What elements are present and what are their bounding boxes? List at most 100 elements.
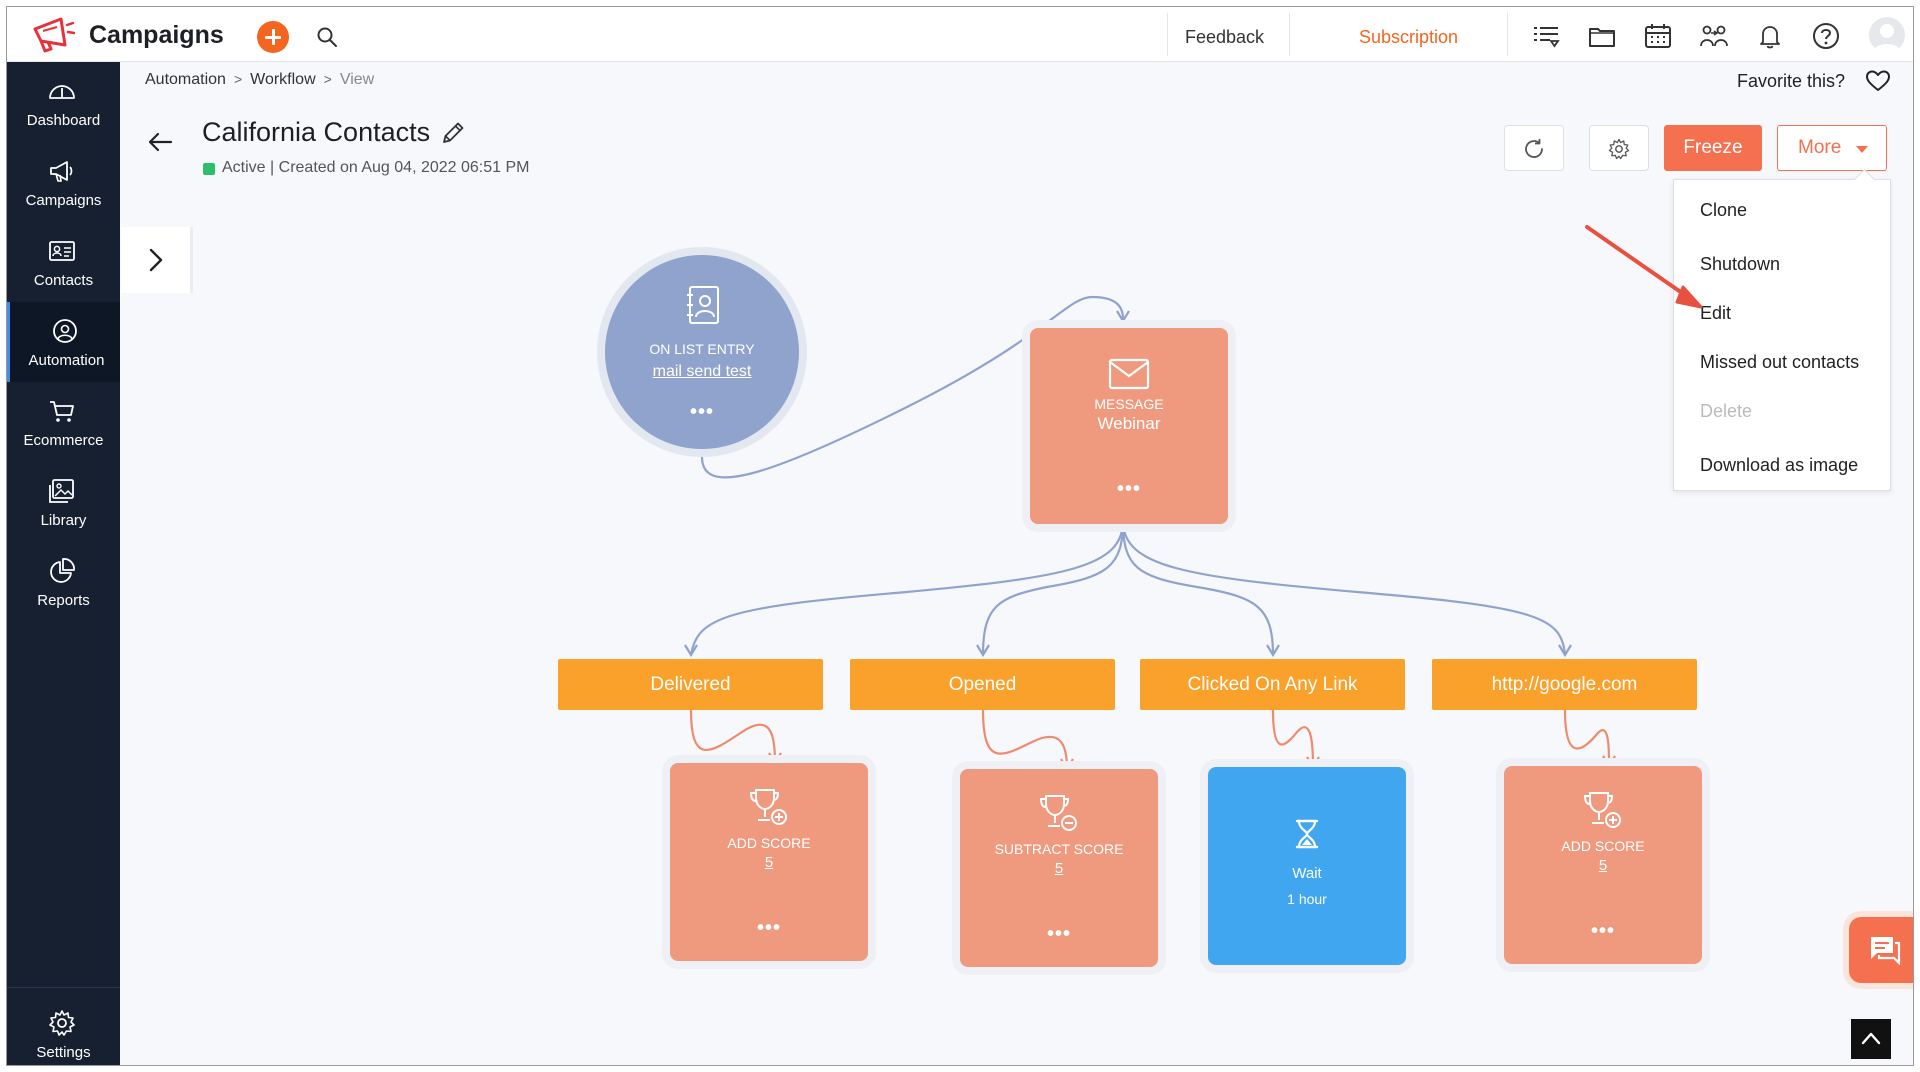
avatar-silhouette-icon — [1873, 24, 1901, 53]
folder-icon[interactable] — [1587, 21, 1617, 51]
wait-node[interactable]: Wait 1 hour — [1208, 767, 1406, 965]
created-date: | Created on Aug 04, 2022 06:51 PM — [270, 159, 530, 176]
user-avatar[interactable] — [1869, 17, 1905, 53]
chevron-up-icon — [1861, 1032, 1881, 1045]
node-options-dots[interactable]: ••• — [1116, 478, 1141, 500]
node-options-dots[interactable]: ••• — [1590, 920, 1615, 942]
envelope-icon — [1108, 358, 1150, 390]
wait-node-type: Wait — [1292, 865, 1322, 882]
sidebar-item-label: Ecommerce — [23, 432, 104, 449]
sidebar-item-campaigns[interactable]: Campaigns — [7, 142, 120, 222]
chevron-right-icon — [149, 248, 163, 272]
sidebar-item-label: Library — [40, 512, 87, 529]
list-filter-icon[interactable] — [1531, 21, 1561, 51]
add-score-node[interactable]: ADD SCORE 5 ••• — [1504, 766, 1702, 964]
contact-list-icon — [687, 286, 719, 324]
sidebar: Dashboard Campaigns Contacts — [7, 62, 120, 1065]
menu-item-download-as-image[interactable]: Download as image — [1700, 455, 1859, 475]
app-title[interactable]: Campaigns — [89, 21, 224, 49]
trophy-minus-icon — [1039, 795, 1077, 831]
entry-node-list-link[interactable]: mail send test — [652, 363, 752, 380]
favorite-label: Favorite this? — [1737, 71, 1846, 91]
subscription-link[interactable]: Subscription — [1359, 27, 1459, 47]
automation-icon — [53, 319, 77, 343]
gear-icon — [1608, 138, 1630, 160]
add-score-node[interactable]: ADD SCORE 5 ••• — [670, 763, 868, 961]
back-arrow-icon[interactable] — [147, 131, 173, 153]
more-button-label: More — [1798, 137, 1842, 158]
gear-icon — [49, 1010, 75, 1036]
menu-item-missed-out-contacts[interactable]: Missed out contacts — [1700, 352, 1860, 372]
pencil-icon[interactable] — [439, 119, 467, 147]
page-title: California Contacts — [202, 117, 431, 147]
message-branch-connectors — [684, 520, 1572, 658]
condition-delivered[interactable]: Delivered — [558, 659, 823, 710]
sidebar-item-label: Contacts — [33, 272, 94, 289]
sidebar-item-library[interactable]: Library — [7, 462, 120, 542]
top-bar: Campaigns Feedback Subscription — [7, 7, 1913, 62]
trophy-plus-icon — [749, 789, 787, 825]
breadcrumb-automation[interactable]: Automation — [145, 71, 226, 88]
freeze-button[interactable]: Freeze — [1664, 125, 1762, 171]
sidebar-item-label: Dashboard — [26, 112, 101, 129]
subtract-score-node[interactable]: SUBTRACT SCORE 5 ••• — [960, 769, 1158, 967]
entry-node[interactable]: ON LIST ENTRY mail send test ••• — [597, 247, 807, 457]
menu-item-edit[interactable]: Edit — [1700, 303, 1732, 323]
trophy-plus-icon — [1583, 792, 1621, 828]
message-node[interactable]: MESSAGE Webinar ••• — [1030, 328, 1228, 524]
feedback-link[interactable]: Feedback — [1185, 27, 1265, 47]
node-options-dots[interactable]: ••• — [1046, 923, 1071, 945]
action-node-type: SUBTRACT SCORE — [994, 841, 1124, 857]
status-line: Active | Created on Aug 04, 2022 06:51 P… — [222, 159, 529, 177]
image-library-icon — [49, 479, 74, 503]
breadcrumb-workflow[interactable]: Workflow — [250, 71, 316, 88]
dashboard-gauge-icon — [49, 85, 75, 99]
sidebar-item-automation[interactable]: Automation — [7, 302, 120, 382]
workflow-settings-button[interactable] — [1589, 125, 1649, 171]
sidebar-item-ecommerce[interactable]: Ecommerce — [7, 382, 120, 462]
menu-item-clone[interactable]: Clone — [1700, 200, 1748, 220]
action-node-value[interactable]: 5 — [764, 854, 774, 871]
more-dropdown-menu: Clone Shutdown Edit Missed out contacts … — [1673, 179, 1891, 491]
status-text: Active — [222, 159, 266, 176]
wait-node-duration: 1 hour — [1287, 891, 1327, 907]
sidebar-item-contacts[interactable]: Contacts — [7, 222, 120, 302]
scroll-to-top-button[interactable] — [1851, 1019, 1891, 1059]
menu-item-shutdown[interactable]: Shutdown — [1700, 254, 1781, 274]
panel-expand-button[interactable] — [121, 227, 193, 293]
help-icon[interactable] — [1811, 21, 1841, 51]
sidebar-item-label: Reports — [37, 592, 90, 609]
heart-icon[interactable] — [1865, 69, 1891, 93]
top-separator — [1507, 13, 1508, 56]
condition-url-google[interactable]: http://google.com — [1432, 659, 1697, 710]
calendar-icon[interactable] — [1643, 21, 1673, 51]
condition-clicked-any-link[interactable]: Clicked On Any Link — [1140, 659, 1405, 710]
pie-chart-icon — [50, 558, 75, 583]
sidebar-item-settings[interactable]: Settings — [7, 994, 120, 1065]
more-button[interactable]: More — [1777, 125, 1887, 171]
search-icon[interactable] — [315, 25, 339, 49]
refresh-icon — [1525, 139, 1543, 158]
condition-opened[interactable]: Opened — [850, 659, 1115, 710]
campaigns-logo-icon — [33, 17, 75, 53]
megaphone-icon — [50, 161, 73, 182]
sidebar-item-reports[interactable]: Reports — [7, 542, 120, 622]
users-sync-icon[interactable] — [1699, 21, 1729, 51]
chat-bubble-icon — [1871, 937, 1901, 965]
bell-icon[interactable] — [1755, 21, 1785, 51]
chevron-right-icon: > — [233, 71, 243, 87]
chat-support-button[interactable] — [1849, 917, 1913, 983]
action-node-type: ADD SCORE — [1561, 838, 1645, 854]
entry-node-type: ON LIST ENTRY — [649, 341, 755, 357]
quick-add-button[interactable] — [257, 21, 289, 53]
sidebar-divider — [7, 987, 120, 988]
refresh-button[interactable] — [1504, 125, 1564, 171]
action-node-value[interactable]: 5 — [1598, 857, 1608, 874]
contact-card-icon — [49, 241, 75, 261]
top-separator — [1289, 13, 1290, 56]
node-options-dots[interactable]: ••• — [689, 401, 714, 423]
sidebar-item-dashboard[interactable]: Dashboard — [7, 62, 120, 142]
breadcrumb: Automation>Workflow>View — [145, 71, 374, 89]
action-node-value[interactable]: 5 — [1054, 860, 1064, 877]
node-options-dots[interactable]: ••• — [756, 917, 781, 939]
